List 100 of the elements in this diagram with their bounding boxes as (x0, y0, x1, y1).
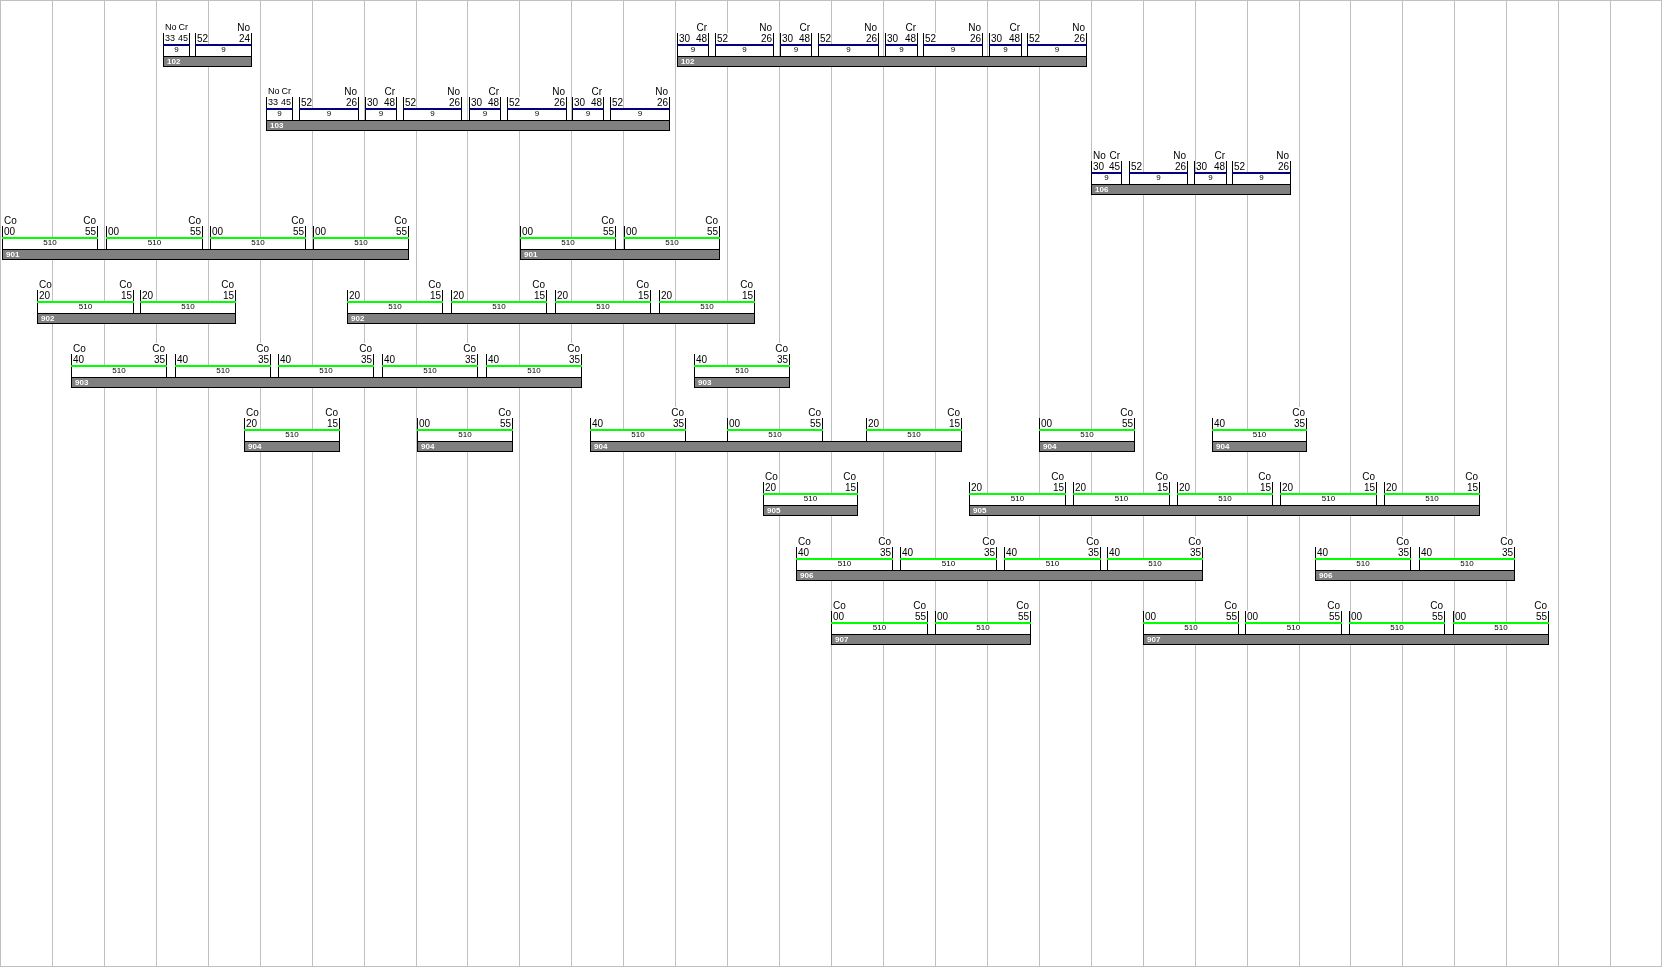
stop-time-label: No 26 (655, 86, 668, 108)
block-bar: 102 (677, 56, 1087, 67)
stop-time-label: Co 15 (947, 407, 960, 429)
segment-duration: 510 (768, 430, 782, 440)
stop-time-label: Co 35 (775, 343, 788, 365)
stop-time-label: Cr 48 (383, 86, 395, 108)
block-bar: 902 (347, 313, 755, 324)
stop-time-label: 30 (574, 97, 586, 108)
trip-segment (210, 215, 306, 249)
segment-duration: 9 (378, 109, 384, 119)
stop-time-label: Co 35 (878, 536, 891, 558)
stop-time-label: Co 20 (246, 407, 259, 429)
stop-time-label: Cr 45 (1108, 150, 1120, 172)
stop-time-label: 00 (729, 418, 741, 429)
trip-segment (610, 86, 670, 120)
stop-time-label: 00 (1247, 611, 1259, 622)
segment-duration: 9 (221, 45, 226, 55)
trip-segment (1212, 407, 1307, 441)
segment-duration: 510 (1321, 494, 1336, 504)
segment-duration: 510 (665, 238, 679, 248)
stop-time-label: Co 55 (913, 600, 926, 622)
segment-duration: 510 (1494, 623, 1508, 633)
block-bar: 906 (1315, 570, 1515, 581)
segment-duration: 510 (354, 238, 368, 248)
stop-time-label: Co 15 (843, 471, 856, 493)
trip-segment (469, 86, 501, 120)
segment-duration: 510 (1252, 430, 1267, 440)
segment-duration: 9 (585, 109, 591, 119)
trip-segment (796, 536, 893, 570)
stop-time-label: Co 15 (532, 279, 545, 301)
segment-duration: 510 (976, 623, 990, 633)
stop-time-label: No 26 (344, 86, 357, 108)
segment-duration: 510 (319, 366, 333, 376)
stop-time-label: 52 (820, 33, 832, 44)
segment-duration: 9 (482, 109, 488, 119)
stop-time-label: Co 35 (463, 343, 476, 365)
segment-duration: 510 (631, 430, 645, 440)
block-bar: 102 (163, 56, 252, 67)
stop-time-label: 20 (868, 418, 880, 429)
stop-time-label: Co 15 (1051, 471, 1064, 493)
trip-segment (763, 471, 858, 505)
stop-time-label: Co 55 (1534, 600, 1547, 622)
trip-segment (1027, 22, 1087, 56)
trip-segment (694, 343, 790, 377)
segment-duration: 9 (1054, 45, 1060, 55)
segment-duration: 510 (1114, 494, 1129, 504)
stop-time-label: 40 (1109, 547, 1121, 558)
stop-time-label: 20 (1075, 482, 1087, 493)
stop-time-label: 20 (1282, 482, 1294, 493)
stop-time-label: 30 (1196, 161, 1208, 172)
trip-segment (244, 407, 340, 441)
segment-duration: 510 (700, 302, 714, 312)
trip-segment (175, 343, 271, 377)
stop-time-label: Co 35 (1500, 536, 1513, 558)
segment-duration: 9 (174, 45, 179, 55)
stop-time-label: Co 40 (73, 343, 86, 365)
segment-duration: 510 (527, 366, 541, 376)
stop-time-label: 52 (509, 97, 521, 108)
segment-duration: 9 (534, 109, 540, 119)
stop-time-label: Co 55 (291, 215, 304, 237)
block-bar: 904 (1039, 441, 1135, 452)
trip-segment (451, 279, 547, 313)
stop-time-label: Co 35 (982, 536, 995, 558)
segment-duration: 510 (561, 238, 575, 248)
trip-segment (486, 343, 582, 377)
stop-time-label: No 26 (1276, 150, 1289, 172)
trip-segment (106, 215, 203, 249)
stop-time-label: 20 (453, 290, 465, 301)
segment-duration: 9 (430, 109, 435, 119)
trip-segment (935, 600, 1031, 634)
block-bar: 904 (244, 441, 340, 452)
stop-time-label: No 30 (1093, 150, 1106, 172)
segment-duration: 9 (846, 45, 851, 55)
block-bar: 902 (37, 313, 236, 324)
trip-segment (365, 86, 397, 120)
stop-time-label: Co 55 (1430, 600, 1443, 622)
trip-segment (1143, 600, 1239, 634)
stop-time-label: 20 (1386, 482, 1398, 493)
block-bar: 904 (590, 441, 962, 452)
stop-time-label: No 33 (165, 22, 177, 44)
trip-segment (520, 215, 616, 249)
block-bar: 905 (763, 505, 858, 516)
segment-duration: 510 (1010, 494, 1025, 504)
block-bar: 901 (2, 249, 409, 260)
stop-time-label: Cr 45 (281, 86, 291, 108)
stop-time-label: Co 35 (1396, 536, 1409, 558)
segment-duration: 510 (216, 366, 230, 376)
stop-time-label: 20 (971, 482, 983, 493)
segment-duration: 510 (458, 430, 472, 440)
trip-segment (866, 407, 962, 441)
stop-time-label: Co 55 (1120, 407, 1133, 429)
trip-segment (417, 407, 513, 441)
block-bar: 903 (694, 377, 790, 388)
trip-segment (624, 215, 720, 249)
segment-duration: 510 (285, 430, 299, 440)
trip-segment (37, 279, 134, 313)
stop-time-label: 52 (405, 97, 417, 108)
segment-duration: 9 (1259, 173, 1264, 183)
stop-time-label: 00 (1351, 611, 1363, 622)
trip-segment (1039, 407, 1135, 441)
